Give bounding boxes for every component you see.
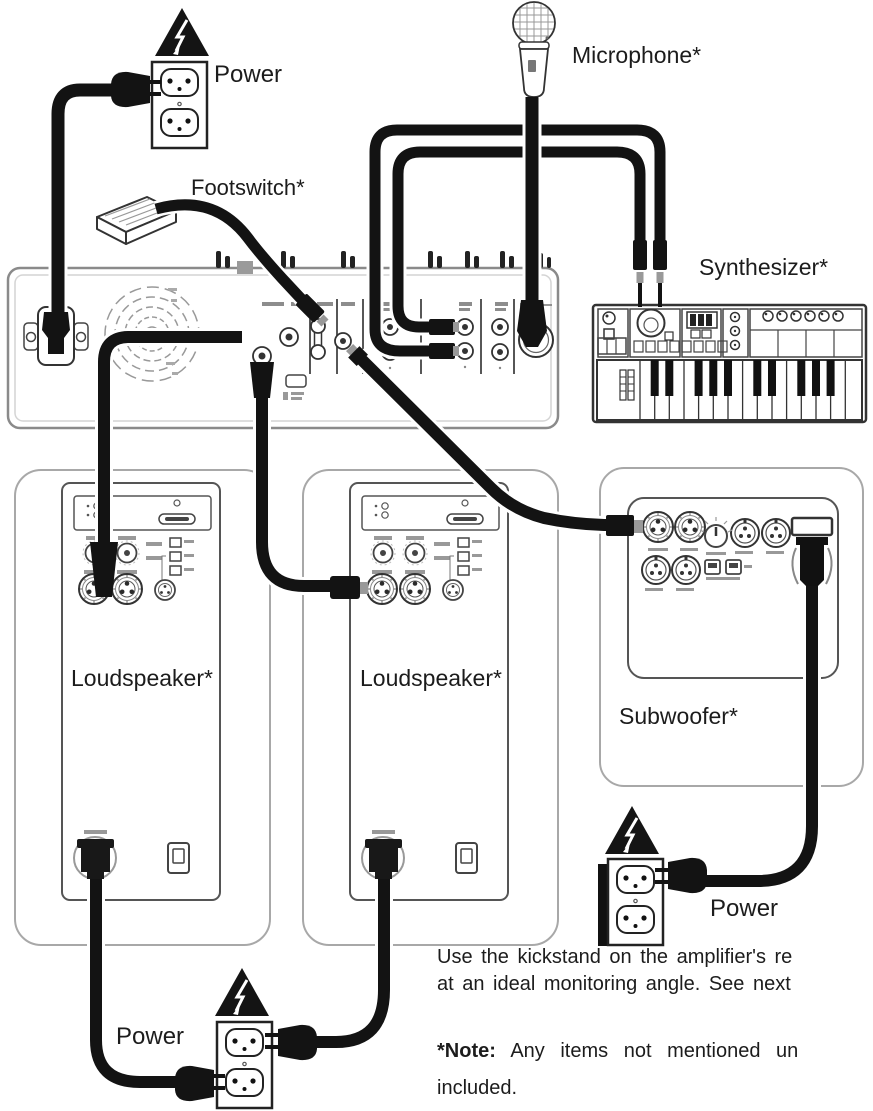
subwoofer-illustration [599, 467, 864, 787]
synth-knob-row [762, 310, 844, 322]
mixer-kickstand-tab [237, 261, 253, 274]
loudspeaker-right-label: Loudspeaker* [360, 665, 502, 691]
synthesizer-label: Synthesizer* [699, 254, 829, 280]
synth-cable-right [369, 124, 666, 357]
subwoofer-signal-cable [352, 350, 614, 531]
synthesizer-illustration [591, 303, 868, 424]
speaker-left-power-cable [90, 879, 176, 1088]
asterisk-note-line2: included. [437, 1077, 518, 1099]
cables [48, 80, 821, 1091]
asterisk-note-body: Any items not mentioned un [510, 1040, 799, 1062]
footswitch-label: Footswitch* [191, 175, 305, 200]
footswitch-cable [154, 199, 322, 320]
synth-keyboard [596, 359, 863, 421]
plugs [42, 71, 707, 1102]
asterisk-note: *Note: Any items not mentioned un includ… [437, 1038, 873, 1102]
subwoofer-label: Subwoofer* [619, 703, 738, 729]
power-outlet-subwoofer [598, 804, 665, 947]
speaker-right-signal-cable [256, 386, 340, 592]
speaker-right-power-cable [314, 879, 390, 1048]
loudspeaker-left-illustration [15, 470, 270, 945]
power-label-top-left: Power [214, 61, 283, 88]
kickstand-note: Use the kickstand on the amplifier's re … [437, 944, 873, 998]
high-voltage-icon [153, 6, 211, 58]
subwoofer-level-knob [699, 517, 733, 548]
loudspeaker-left-label: Loudspeaker* [71, 665, 213, 691]
loudspeaker-right-illustration [303, 470, 558, 945]
power-label-subwoofer: Power [710, 895, 779, 922]
kickstand-note-line1: Use the kickstand on the amplifier's re [437, 946, 793, 968]
speaker-left-signal-cable [98, 331, 242, 556]
power-outlet-top-left [150, 6, 211, 150]
mixer-power-cable [51, 83, 118, 318]
synth-plug-left [633, 240, 647, 307]
kickstand-note-line2: at an ideal monitoring angle. See next [437, 973, 791, 995]
synth-plug-right [653, 240, 667, 307]
high-voltage-icon [213, 966, 271, 1018]
asterisk-note-line1: *Note: Any items not mentioned un [437, 1038, 873, 1065]
power-label-loudspeakers: Power [116, 1023, 185, 1050]
microphone-illustration [512, 1, 556, 98]
subwoofer-power-cable [700, 586, 818, 887]
asterisk-note-prefix: *Note: [437, 1040, 496, 1062]
synth-cable-left [392, 146, 646, 333]
microphone-label: Microphone* [572, 42, 702, 68]
subwoofer-power-inlet [790, 516, 834, 586]
high-voltage-icon [603, 804, 661, 856]
